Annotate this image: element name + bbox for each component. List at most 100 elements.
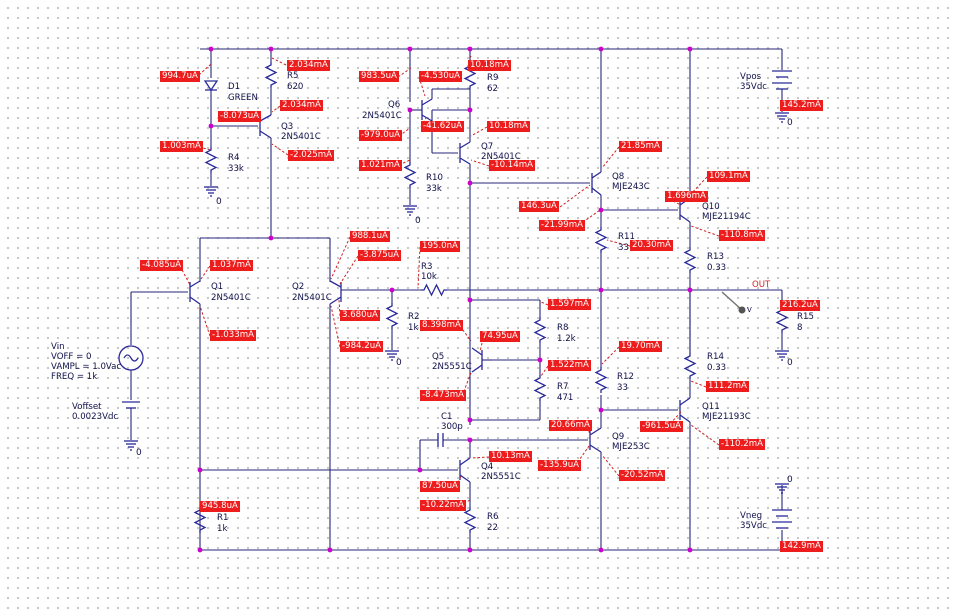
vpos-ref: Vpos	[740, 72, 762, 82]
r15-ref: R15	[797, 312, 814, 322]
q8-value: MJE243C	[612, 182, 650, 192]
current-tag: -979.0uA	[359, 130, 403, 141]
r2-value: 1k	[408, 323, 419, 333]
current-tag: 1.003mA	[160, 141, 203, 152]
r4-ref: R4	[228, 153, 240, 163]
ground-label-r10: 0	[415, 216, 421, 226]
current-tag: 87.50uA	[420, 481, 460, 492]
current-tag: 195.0nA	[420, 241, 460, 252]
current-tag: 2.034mA	[287, 60, 330, 71]
q7-ref: Q7	[481, 142, 494, 152]
current-tag: 945.8uA	[200, 501, 240, 512]
c1-value: 300p	[441, 422, 463, 432]
r13-value: 0.33	[707, 263, 727, 273]
current-tag: -21.99mA	[539, 220, 585, 231]
q6-value: 2N5401C	[362, 111, 402, 121]
r6-ref: R6	[487, 512, 499, 522]
current-tag: 146.3uA	[519, 201, 559, 212]
voffset-ref: Voffset	[72, 402, 102, 412]
current-tag: -3.875uA	[358, 250, 402, 261]
q5-ref: Q5	[432, 352, 445, 362]
vin-ref: Vin	[51, 342, 65, 352]
current-tag: -41.62uA	[421, 121, 465, 132]
vin-voff: VOFF = 0	[51, 352, 92, 362]
r15-value: 8	[797, 323, 803, 333]
probe-label: V	[747, 306, 752, 314]
r9-value: 62	[487, 84, 498, 94]
current-tag: -1.033mA	[210, 330, 256, 341]
current-tag: 994.7uA	[160, 71, 200, 82]
r11-ref: R11	[618, 232, 635, 242]
r1-ref: R1	[217, 513, 229, 523]
ground-label-r2: 0	[396, 358, 402, 368]
current-tag: 19.70mA	[619, 341, 662, 352]
vpos-value: 35Vdc	[740, 82, 767, 92]
current-tag: 21.85mA	[619, 141, 662, 152]
current-tag: -135.9uA	[538, 460, 582, 471]
current-tag: 10.13mA	[489, 451, 532, 462]
q10-ref: Q10	[702, 202, 720, 212]
r3-value: 10k	[421, 272, 437, 282]
q7-value: 2N5401C	[481, 152, 521, 162]
r8-value: 1.2k	[557, 334, 576, 344]
ground-label-vpos: 0	[787, 118, 793, 128]
vin-vampl: VAMPL = 1.0Vac	[51, 362, 122, 372]
r12-value: 33	[617, 383, 628, 393]
current-tag: 988.1uA	[350, 231, 390, 242]
vin-freq: FREQ = 1k	[51, 372, 98, 382]
current-tag: 142.9mA	[780, 541, 823, 552]
current-tag: 10.18mA	[487, 121, 530, 132]
current-tag: 111.2mA	[706, 381, 749, 392]
r2-ref: R2	[408, 312, 420, 322]
current-tag: -2.025mA	[288, 150, 334, 161]
r5-value: 620	[287, 82, 304, 92]
current-tag: 20.30mA	[630, 240, 673, 251]
current-tag: -4.530uA	[419, 71, 463, 82]
q4-value: 2N5551C	[481, 472, 521, 482]
c1-ref: C1	[441, 412, 453, 422]
current-tag: 1.597mA	[548, 299, 591, 310]
r8-ref: R8	[557, 323, 569, 333]
ground-label-vin: 0	[136, 448, 142, 458]
q9-ref: Q9	[612, 432, 625, 442]
r10-ref: R10	[426, 173, 443, 183]
r12-ref: R12	[617, 372, 634, 382]
current-tag: -8.073uA	[218, 111, 262, 122]
r6-value: 22	[487, 523, 498, 533]
r13-ref: R13	[707, 252, 724, 262]
q11-ref: Q11	[702, 402, 720, 412]
voffset-value: 0.0023Vdc	[72, 412, 119, 422]
r10-value: 33k	[426, 184, 442, 194]
q11-value: MJE21193C	[702, 412, 751, 422]
d1-value: GREEN	[228, 93, 258, 103]
current-tag: 1.522mA	[548, 360, 591, 371]
current-tag: -110.2mA	[719, 439, 765, 450]
current-tag: 145.2mA	[780, 100, 823, 111]
q1-ref: Q1	[211, 282, 224, 292]
q4-ref: Q4	[481, 462, 494, 472]
r3-ref: R3	[421, 262, 433, 272]
current-tag: -4.085uA	[140, 260, 184, 271]
ground-label-vneg: 0	[787, 475, 793, 485]
r7-ref: R7	[557, 382, 569, 392]
current-tag: 983.5uA	[359, 71, 399, 82]
q3-value: 2N5401C	[281, 132, 321, 142]
q3-ref: Q3	[281, 122, 294, 132]
q6-ref: Q6	[388, 100, 401, 110]
current-tag: 10.18mA	[468, 60, 511, 71]
q8-ref: Q8	[612, 172, 625, 182]
current-tag: 2.034mA	[280, 100, 323, 111]
r11-value: 33	[618, 243, 629, 253]
current-tag: 74.95uA	[480, 331, 520, 342]
r1-value: 1k	[217, 524, 228, 534]
r9-ref: R9	[487, 73, 499, 83]
current-tag: -20.52mA	[619, 470, 665, 481]
ground-label-r4: 0	[216, 197, 222, 207]
current-tag: 109.1mA	[707, 171, 750, 182]
current-tag: 20.66mA	[549, 420, 592, 431]
r14-ref: R14	[707, 352, 724, 362]
q9-value: MJE253C	[612, 442, 650, 452]
current-tag: 8.398mA	[420, 320, 463, 331]
q10-value: MJE21194C	[702, 212, 751, 222]
